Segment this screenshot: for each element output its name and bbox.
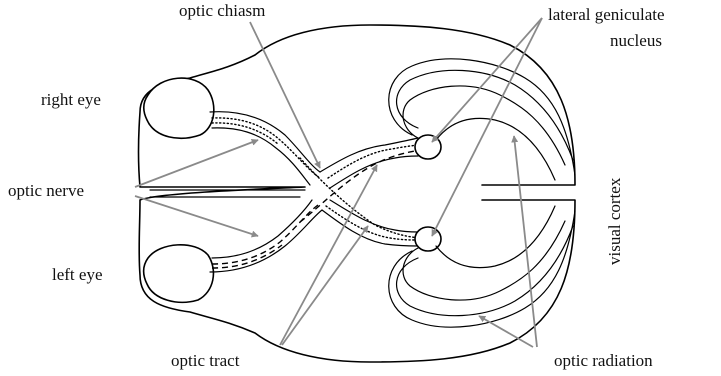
upper-optic-radiation-inner <box>436 118 555 180</box>
right-optic-nerve-fibers <box>212 118 320 178</box>
chiasm-crossing-dashed <box>300 150 420 222</box>
arrow-optic-tract-upper <box>280 165 377 345</box>
lower-optic-radiation-3 <box>389 211 575 327</box>
arrow-optic-radiation-lower <box>479 316 533 347</box>
arrow-optic-nerve-lower <box>135 196 258 236</box>
label-optic-chiasm: optic chiasm <box>179 1 265 20</box>
arrow-optic-nerve-upper <box>135 140 258 187</box>
label-lgn-line1: lateral geniculate <box>548 5 665 24</box>
label-visual-cortex: visual cortex <box>605 177 624 265</box>
label-left-eye: left eye <box>52 265 103 284</box>
arrow-optic-chiasm <box>250 22 320 168</box>
lower-optic-radiation-inner <box>436 206 555 268</box>
label-optic-radiation: optic radiation <box>554 351 653 370</box>
arrow-lgn-lower <box>432 18 542 236</box>
label-lgn-line2: nucleus <box>610 31 662 50</box>
label-optic-nerve: optic nerve <box>8 181 84 200</box>
label-right-eye: right eye <box>41 90 101 109</box>
right-optic-nerve-sheath-bottom <box>212 128 310 185</box>
right-eye-shape <box>144 78 214 138</box>
brain-outline <box>139 25 576 362</box>
label-optic-tract: optic tract <box>171 351 240 370</box>
left-eye-shape <box>144 245 214 302</box>
arrow-optic-tract-lower <box>282 226 368 345</box>
right-optic-nerve-fibers-2 <box>212 123 278 144</box>
left-optic-nerve-sheath-top <box>212 200 312 258</box>
